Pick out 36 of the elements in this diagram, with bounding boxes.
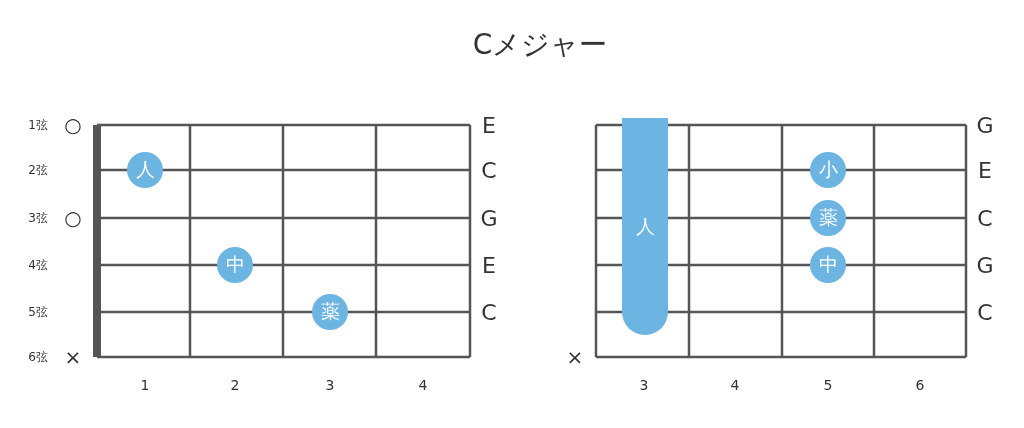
fret-number: 3 (639, 377, 649, 393)
fret-number: 3 (325, 377, 335, 393)
finger-dot: 小 (810, 152, 846, 188)
fret-number: 4 (730, 377, 740, 393)
finger-dot: 人 (127, 152, 163, 188)
fret-number: 1 (140, 377, 150, 393)
note-name: C (481, 299, 497, 325)
note-name: E (482, 112, 496, 138)
finger-dot: 中 (217, 247, 253, 283)
open-string-mark: ○ (64, 206, 82, 230)
fret-number: 5 (823, 377, 833, 393)
fret-number: 6 (915, 377, 925, 393)
string-label: 1弦 (28, 116, 48, 134)
string-label: 3弦 (28, 209, 48, 227)
note-name: C (977, 299, 993, 325)
note-name: E (978, 157, 992, 183)
note-name: G (480, 205, 498, 231)
fret-number: 2 (230, 377, 240, 393)
barre-marker: 人 (622, 118, 668, 335)
note-name: G (976, 112, 994, 138)
muted-string-mark: × (64, 345, 82, 369)
string-label: 5弦 (28, 303, 48, 321)
note-name: C (481, 157, 497, 183)
string-label: 4弦 (28, 256, 48, 274)
finger-dot: 薬 (810, 200, 846, 236)
finger-dot: 薬 (312, 294, 348, 330)
finger-dot: 中 (810, 247, 846, 283)
string-label: 2弦 (28, 161, 48, 179)
note-name: C (977, 205, 993, 231)
fret-number: 4 (418, 377, 428, 393)
muted-string-mark: × (566, 345, 584, 369)
note-name: E (482, 252, 496, 278)
string-label: 6弦 (28, 348, 48, 366)
open-string-mark: ○ (64, 113, 82, 137)
chord-title: Cメジャー (472, 27, 608, 63)
note-name: G (976, 252, 994, 278)
